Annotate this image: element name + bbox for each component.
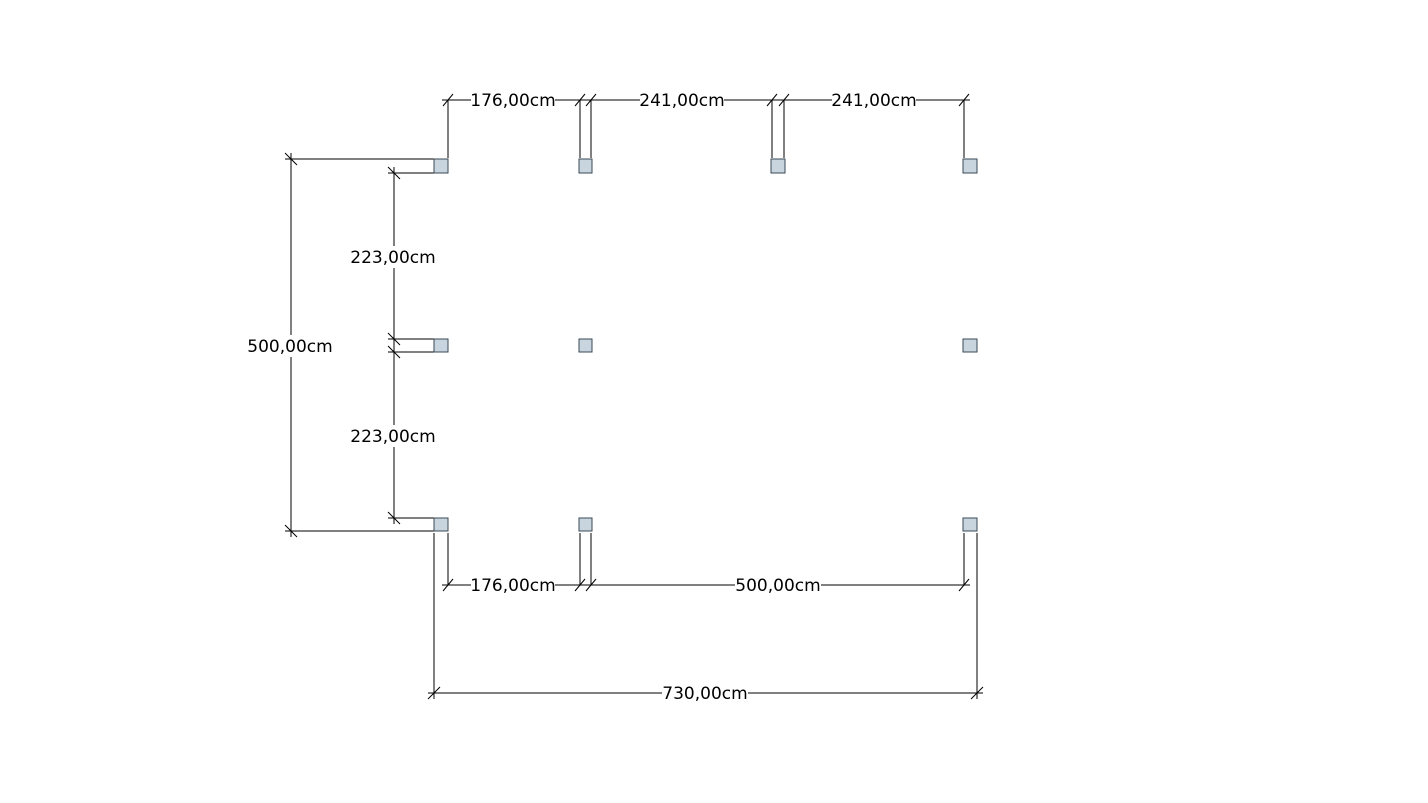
tick-mark: [284, 524, 298, 538]
tick-mark: [585, 93, 597, 107]
tick-mark: [970, 686, 984, 700]
post: [962, 158, 978, 174]
tick-mark: [958, 578, 970, 592]
tick-mark: [387, 166, 401, 180]
tick-mark: [778, 93, 790, 107]
dimension-label-top-2: 241,00cm: [639, 91, 724, 111]
post: [433, 517, 449, 532]
dimension-label-bottom-total: 730,00cm: [662, 684, 747, 704]
post: [433, 338, 449, 353]
bottom-dimension-chain: 176,00cm 500,00cm: [442, 533, 970, 596]
post: [433, 158, 449, 174]
post: [962, 517, 978, 532]
post: [962, 338, 978, 353]
dimension-label-left-upper: 223,00cm: [350, 248, 435, 268]
tick-mark: [387, 332, 401, 346]
top-dimension-chain: 176,00cm 241,00cm 241,00cm: [442, 90, 970, 158]
bottom-total-dimension: 730,00cm: [427, 533, 984, 704]
post: [578, 158, 593, 174]
tick-mark: [585, 578, 597, 592]
tick-mark: [427, 686, 441, 700]
tick-mark: [958, 93, 970, 107]
post: [578, 517, 593, 532]
tick-mark: [574, 578, 586, 592]
dimension-label-bottom-2: 500,00cm: [735, 576, 820, 596]
tick-mark: [442, 578, 454, 592]
left-dimension-chain: 223,00cm 223,00cm: [350, 166, 437, 525]
dimension-label-bottom-1: 176,00cm: [470, 576, 555, 596]
dimension-label-top-3: 241,00cm: [831, 91, 916, 111]
tick-mark: [766, 93, 778, 107]
tick-mark: [387, 511, 401, 525]
dimension-label-left-total: 500,00cm: [247, 337, 332, 357]
tick-mark: [387, 345, 401, 359]
post: [578, 338, 593, 353]
dimension-label-left-lower: 223,00cm: [350, 427, 435, 447]
tick-mark: [442, 93, 454, 107]
left-total-dimension: 500,00cm: [247, 152, 434, 538]
posts-group: [433, 158, 978, 532]
tick-mark: [284, 152, 298, 166]
dimension-label-top-1: 176,00cm: [470, 91, 555, 111]
post: [770, 158, 786, 174]
tick-mark: [574, 93, 586, 107]
